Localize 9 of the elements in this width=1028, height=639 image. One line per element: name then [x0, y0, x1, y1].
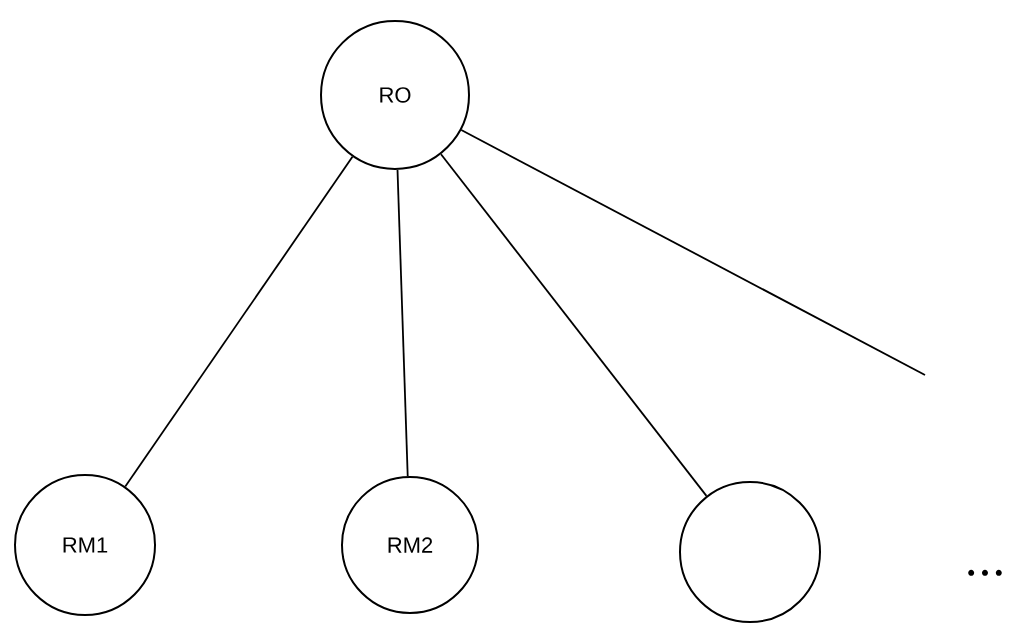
- connector-line: [440, 153, 708, 497]
- connector-line: [396, 169, 409, 477]
- ellipsis: • • •: [968, 569, 1002, 576]
- empty-circle: [679, 481, 821, 623]
- circle-node: RO: [320, 20, 470, 170]
- circle-node: RM2: [341, 476, 479, 614]
- circle-node: RM1: [14, 474, 156, 616]
- connector-line: [124, 155, 354, 488]
- connector-line: [460, 129, 926, 376]
